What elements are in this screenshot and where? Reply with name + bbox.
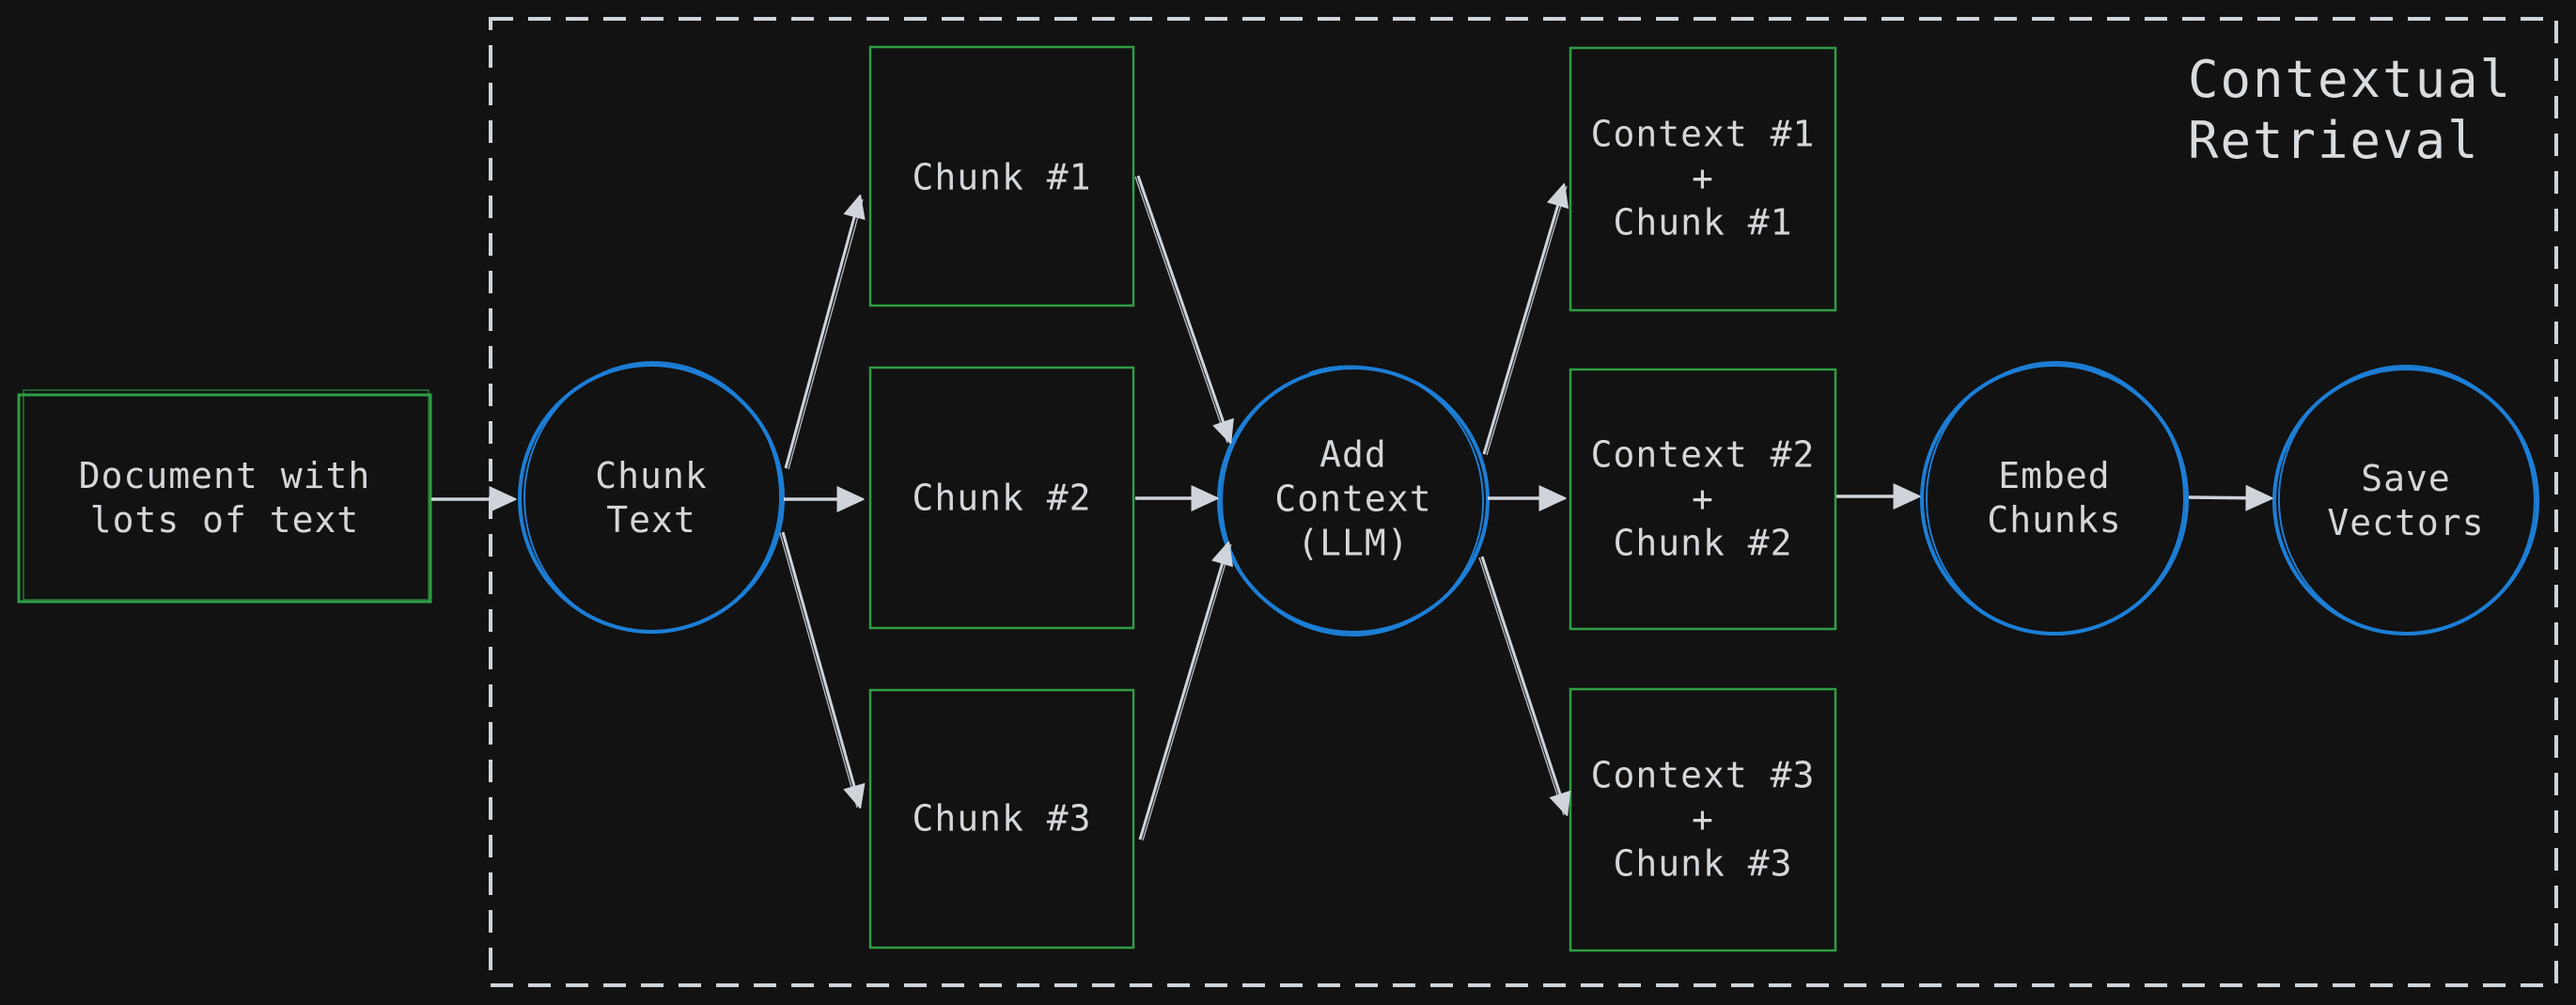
node-shape-document (17, 389, 432, 604)
arrow-chunk-text-to-chunk-3 (779, 531, 860, 808)
arrow-embed-chunks-to-save-vectors (2188, 497, 2271, 498)
node-shape-context-1 (1569, 46, 1837, 312)
node-shape-chunk-2 (868, 366, 1135, 630)
node-shape-embed-chunks (1920, 361, 2189, 636)
group-title-contextual-retrieval: Contextual Retrieval (2188, 50, 2513, 170)
node-shape-add-context (1217, 365, 1490, 637)
arrow-add-context-to-context-3 (1478, 556, 1567, 815)
node-shape-chunk-text (518, 361, 785, 635)
node-shape-context-3 (1569, 687, 1837, 952)
node-shape-chunk-3 (868, 688, 1135, 950)
arrow-chunk-1-to-add-context (1134, 175, 1230, 443)
node-shape-context-2 (1569, 368, 1837, 631)
arrow-add-context-to-context-1 (1482, 185, 1567, 456)
node-shape-save-vectors (2272, 364, 2539, 636)
arrow-chunk-3-to-add-context (1138, 543, 1231, 841)
arrow-chunk-text-to-chunk-1 (784, 196, 863, 470)
node-shape-chunk-1 (868, 45, 1135, 307)
